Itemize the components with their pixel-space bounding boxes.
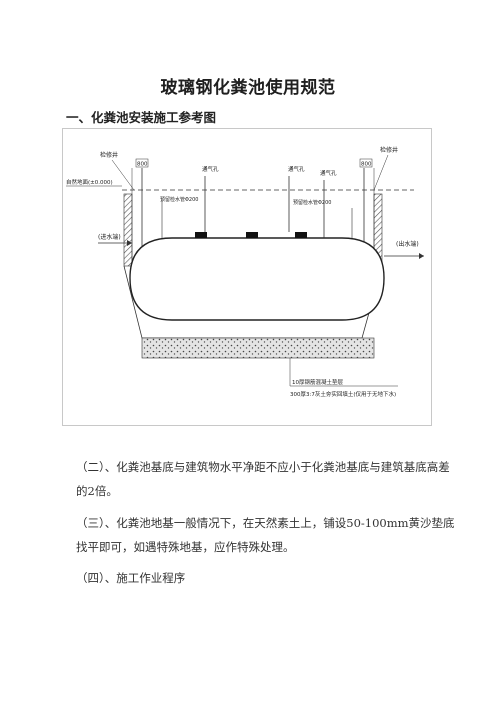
paragraph-2: （二）、化粪池基底与建筑物水平净距不应小于化粪池基底与建筑基底高差的2倍。 bbox=[76, 460, 450, 498]
paragraph-3: （三）、化粪池地基一般情况下，在天然素土上，铺设50-100mm黄沙垫底找平即可… bbox=[76, 516, 455, 554]
gravel-base bbox=[141, 337, 375, 359]
septic-tank-body bbox=[129, 237, 385, 321]
manhole-cap-3 bbox=[295, 232, 307, 238]
outlet-label: (出水端) bbox=[396, 240, 419, 248]
section-heading: 一、化粪池安装施工参考图 bbox=[66, 110, 217, 125]
left-well-label: 检修井 bbox=[100, 151, 118, 159]
vent-label-3: 通气孔 bbox=[320, 169, 337, 177]
septic-tank-installation-diagram: 自然地面(±0.000) 检修井 检修井 800 800 通气孔 通气孔 通气孔… bbox=[62, 128, 432, 426]
vent-label-1: 通气孔 bbox=[202, 165, 219, 173]
reserved-pipe-right: 预留检水管Φ200 bbox=[293, 199, 331, 206]
ground-level-label: 自然地面(±0.000) bbox=[66, 178, 113, 186]
manhole-cap-1 bbox=[195, 232, 207, 238]
vent-label-2: 通气孔 bbox=[288, 165, 305, 173]
dim-right: 800 bbox=[361, 162, 372, 168]
left-well-wall bbox=[123, 193, 133, 267]
inlet-label: (进水端) bbox=[98, 233, 121, 241]
base-note-1: 10厚钢筋混凝土垫层 bbox=[292, 378, 343, 386]
manhole-cap-2 bbox=[246, 232, 258, 238]
dim-left: 800 bbox=[137, 162, 148, 168]
paragraph-4: （四）、施工作业程序 bbox=[76, 571, 186, 585]
right-well-label: 检修井 bbox=[380, 146, 398, 154]
reserved-pipe-left: 预留检水管Φ200 bbox=[160, 196, 198, 203]
document-title: 玻璃钢化粪池使用规范 bbox=[160, 78, 336, 98]
base-note-2: 300厚3:7灰土夯实回填土(仅用于无地下水) bbox=[290, 390, 396, 398]
